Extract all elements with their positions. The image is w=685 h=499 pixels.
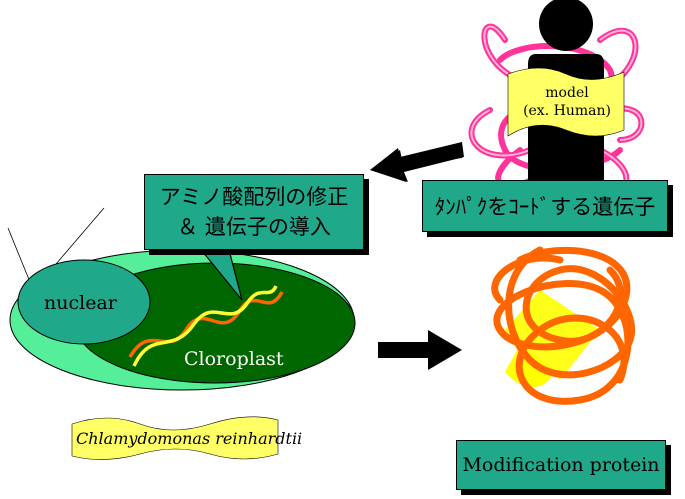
model-label: model (ex. Human) [510,84,624,120]
chloroplast-label: Cloroplast [184,348,284,370]
nucleus-shape [17,259,151,345]
gene-box-label: ﾀﾝﾊﾟｸをｺｰﾄﾞする遺伝子 [434,195,656,219]
species-banner [71,416,279,460]
gene-strand-yellow [132,285,278,367]
pointer-line [7,227,31,283]
species-label: Chlamydomonas reinhardtii [76,429,303,448]
output-box: Modification protein [456,440,666,490]
model-line-2: (ex. Human) [523,103,611,119]
human-head [539,0,593,51]
callout-line-1: アミノ酸配列の修正 [159,185,349,209]
pink-protein-highlight [470,25,643,191]
callout-line-2: ＆ 遺伝子の導入 [177,215,331,239]
modification-callout: アミノ酸配列の修正 ＆ 遺伝子の導入 [144,174,364,250]
output-box-label: Modification protein [462,454,660,476]
pointer-line [55,207,105,265]
gene-box: ﾀﾝﾊﾟｸをｺｰﾄﾞする遺伝子 [422,180,668,232]
arrow-right [378,330,462,370]
protein-strand [491,246,635,405]
model-line-1: model [545,85,589,101]
arrow-left-shape [370,142,464,182]
nuclear-label: nuclear [44,292,117,314]
gene-strand-orange [128,291,284,358]
model-banner [507,67,625,137]
